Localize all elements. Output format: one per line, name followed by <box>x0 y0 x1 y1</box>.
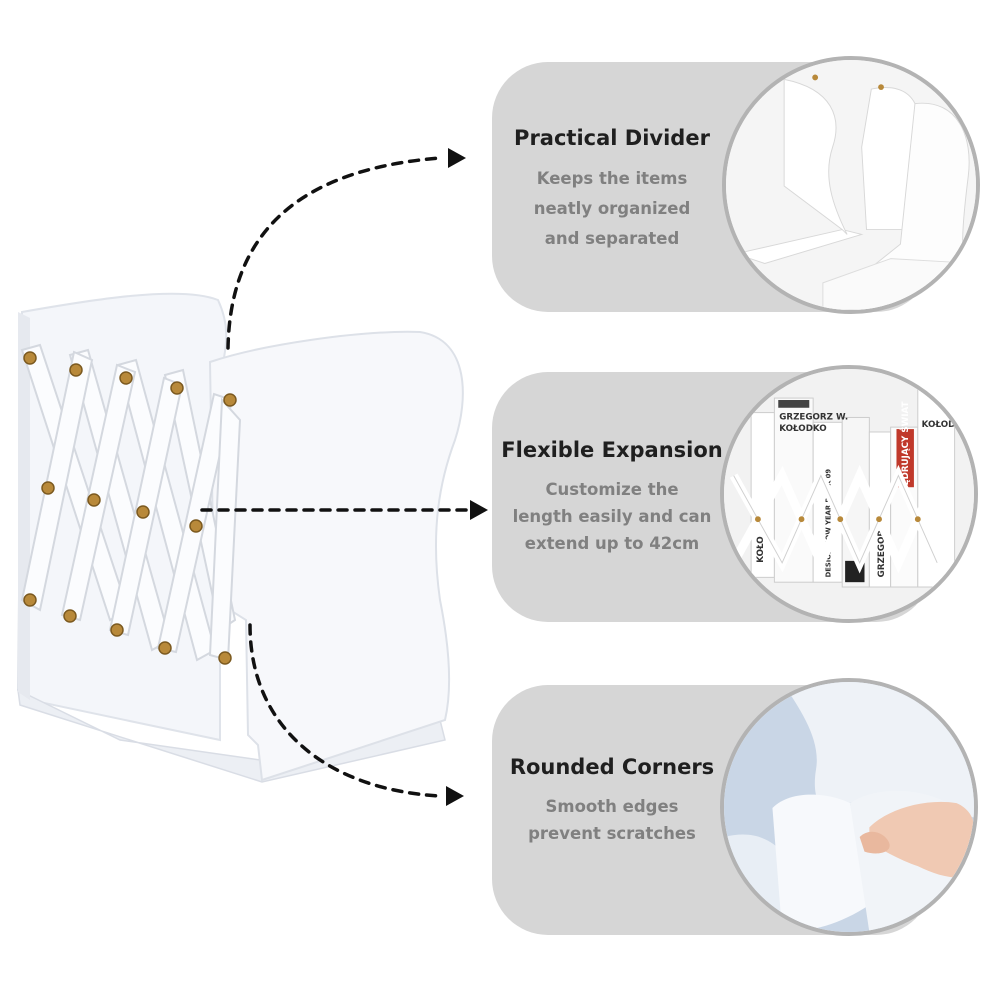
book-spine-text: DESIGN HOW YEAR BOOK 09 <box>825 469 833 578</box>
feature-title: Flexible Expansion <box>501 438 723 462</box>
feature-description: Smooth edges prevent scratches <box>492 793 732 847</box>
feature-title: Rounded Corners <box>509 755 715 779</box>
description-line: Smooth edges <box>545 797 679 816</box>
book-spine-text: GRZEGORZ W. <box>779 412 848 422</box>
feature-text: Practical Divider Keeps the items neatly… <box>492 126 732 254</box>
description-line: neatly organized <box>533 199 691 218</box>
bookend-product-image <box>16 292 464 783</box>
expansion-photo: GRZEGORZ W. KOŁODKO WĘDRUJĄCY ŚWIAT KOŁO… <box>720 365 978 623</box>
description-line: extend up to 42cm <box>524 534 700 553</box>
divider-photo <box>722 56 980 314</box>
book-spine-text: WĘDRUJĄCY ŚWIAT <box>899 401 911 495</box>
feature-text: Flexible Expansion Customize the length … <box>492 438 732 557</box>
feature-title: Practical Divider <box>514 126 710 150</box>
description-line: length easily and can <box>512 507 712 526</box>
description-line: Customize the <box>545 480 679 499</box>
description-line: Keeps the items <box>536 169 688 188</box>
feature-description: Keeps the items neatly organized and sep… <box>492 164 732 254</box>
book-spine-text: GRZEGORZ <box>877 524 887 578</box>
book-spine-text: KOŁODKO <box>922 420 970 430</box>
feature-description: Customize the length easily and can exte… <box>492 476 732 557</box>
book-spine-text: KOŁO <box>756 536 766 562</box>
rounded-corner-photo <box>720 678 978 936</box>
description-line: and separated <box>544 229 680 248</box>
book-spine-text: KOŁODKO <box>779 424 827 434</box>
feature-text: Rounded Corners Smooth edges prevent scr… <box>492 755 732 847</box>
description-line: prevent scratches <box>528 824 696 843</box>
